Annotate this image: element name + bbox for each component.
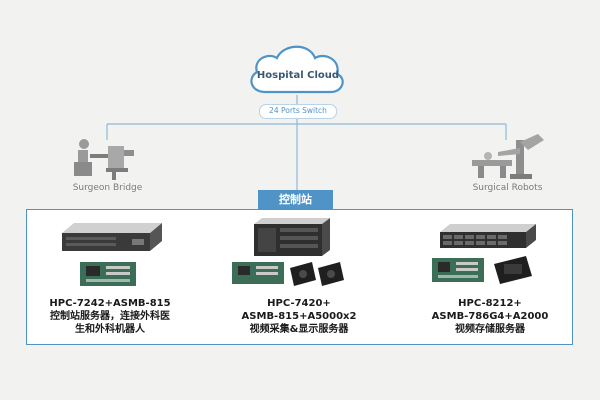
server-3-desc: 视频存储服务器	[455, 324, 525, 335]
server-2-label: HPC-7420+ ASMB-815+A5000x2 视频采集&显示服务器	[215, 297, 383, 336]
server-3-model-detail: ASMB-786G4+A2000	[431, 311, 549, 322]
surgical-robots-label: Surgical Robots	[472, 183, 543, 193]
cloud-icon	[250, 45, 344, 94]
server-2-desc: 视频采集&显示服务器	[249, 324, 349, 335]
cloud-label: Hospital Cloud	[256, 70, 340, 81]
server-1-label: HPC-7242+ASMB-815 控制站服务器，连接外科医 生和外科机器人	[28, 297, 192, 336]
server-3-board-icon	[432, 258, 484, 282]
server-1-chassis-icon	[62, 223, 162, 251]
server-2-model: HPC-7420+	[267, 298, 331, 309]
control-station-title: 控制站	[258, 190, 333, 209]
switch-label: 24 Ports Switch	[269, 106, 327, 115]
server-3-label: HPC-8212+ ASMB-786G4+A2000 视频存储服务器	[400, 297, 580, 336]
server-1-desc-line2: 生和外科机器人	[75, 324, 145, 335]
surgical-robot-icon	[472, 134, 544, 179]
server-3-chassis-icon	[440, 224, 536, 248]
server-3-gpu-icon	[494, 256, 532, 284]
server-2-board-icon	[232, 262, 284, 284]
surgeon-console-icon	[74, 139, 134, 180]
surgeon-bridge-label: Surgeon Bridge	[72, 183, 143, 193]
switch-node: 24 Ports Switch	[259, 104, 337, 119]
server-1-board-icon	[80, 262, 136, 286]
server-2-model-detail: ASMB-815+A5000x2	[241, 311, 357, 322]
server-3-model: HPC-8212+	[458, 298, 522, 309]
server-2-chassis-icon	[254, 218, 330, 256]
server-1-desc-line1: 控制站服务器，连接外科医	[50, 311, 170, 322]
server-1-model: HPC-7242+ASMB-815	[49, 298, 171, 309]
server-2-gpu-icon	[290, 262, 344, 286]
